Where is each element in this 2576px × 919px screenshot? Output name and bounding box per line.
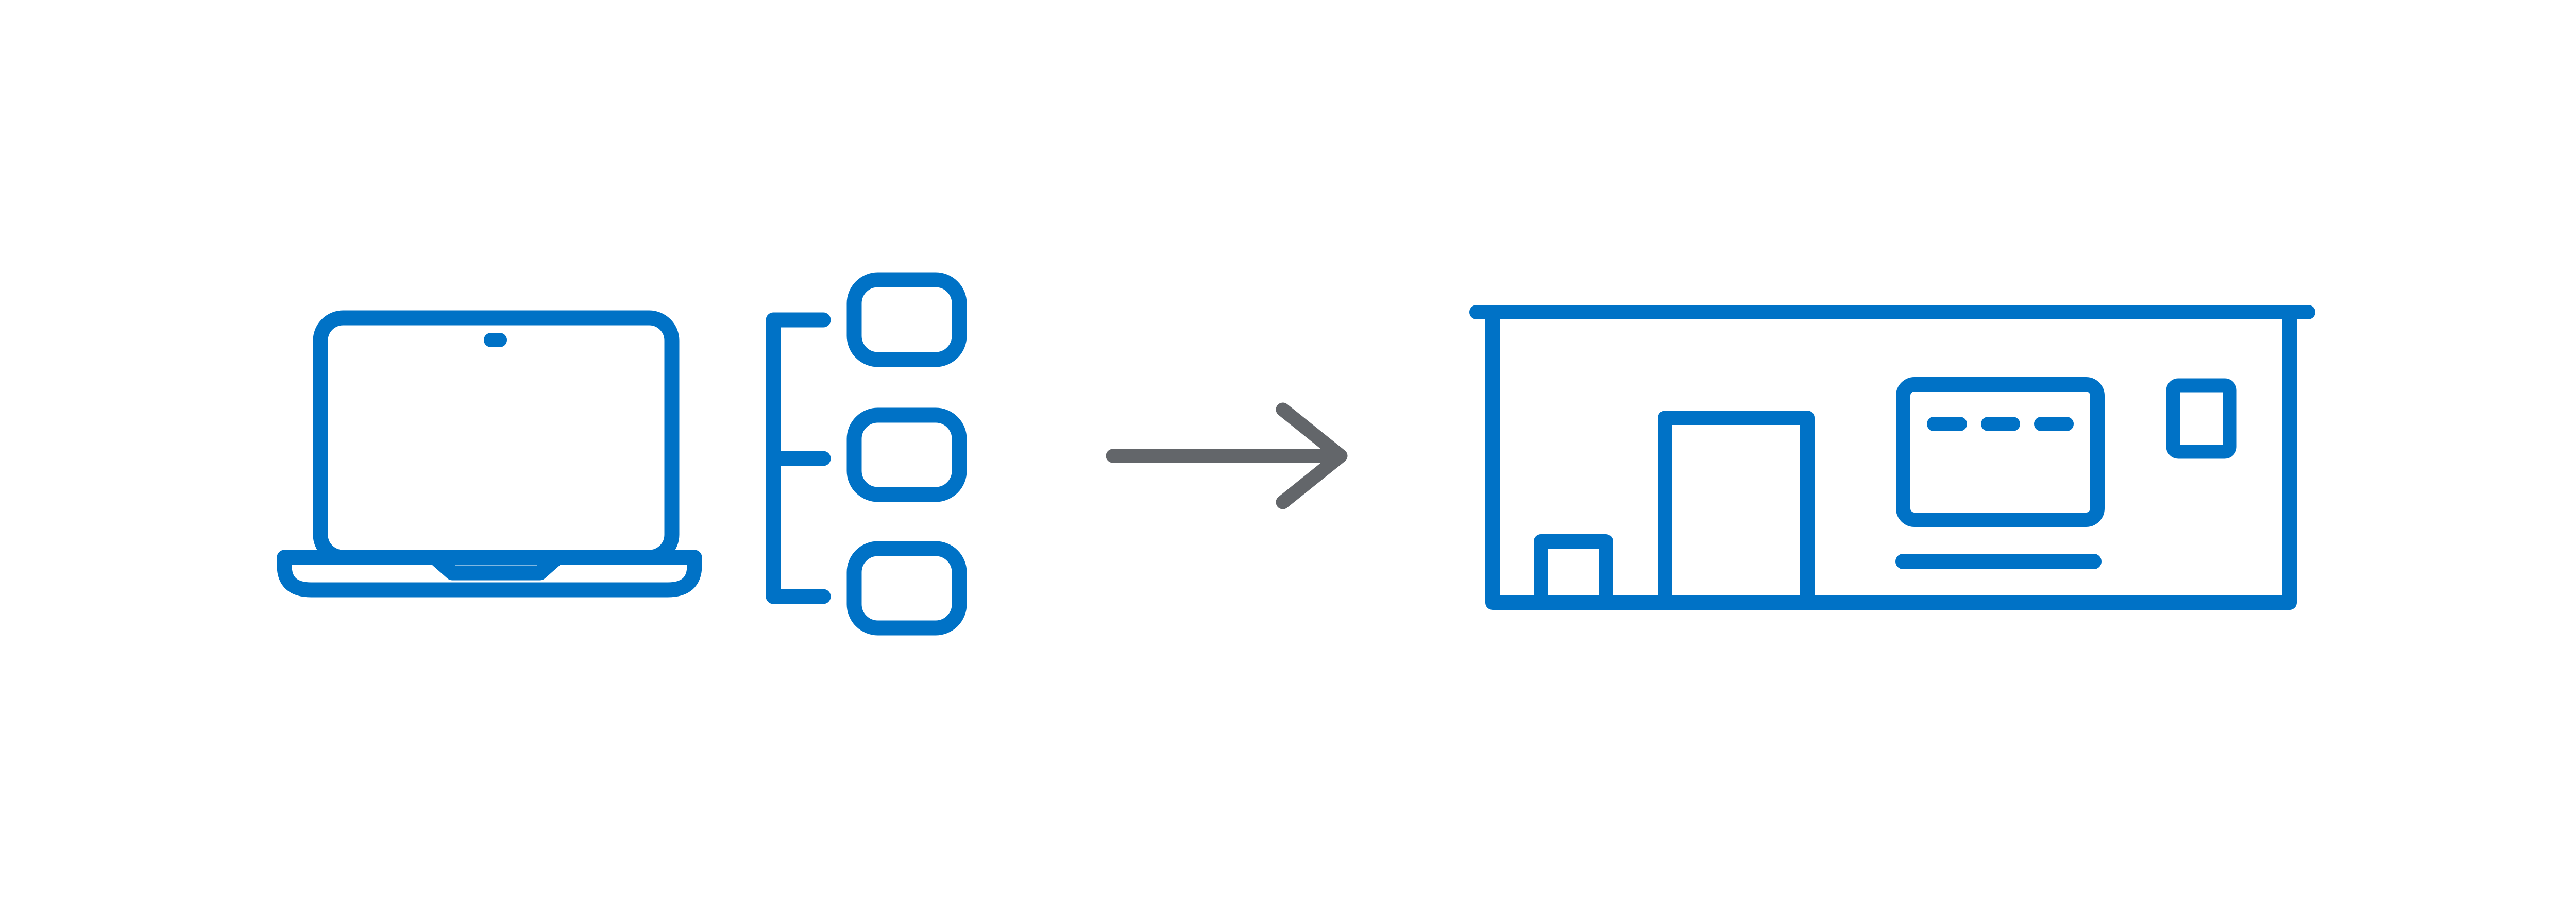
building-window [1896,377,2105,527]
hierarchy-tree-icon [766,272,967,636]
tree-node-middle [846,407,967,502]
laptop-screen [313,310,680,565]
building-window-dashes [1927,417,2074,431]
building-walls-floor [1485,312,2297,610]
storefront-icon [1469,305,2315,610]
laptop-base [277,550,702,598]
laptop-icon [277,310,702,598]
building-small-box [1534,534,1613,610]
window-dash-1 [1927,417,1967,431]
right-arrow-icon [1106,402,1348,509]
arrow-head [1276,402,1348,509]
window-dash-3 [2034,417,2074,431]
building-side-window [2166,378,2237,459]
window-dash-2 [1981,417,2020,431]
tree-node-bottom [846,541,967,636]
laptop-camera-dot [484,333,507,347]
tree-bracket [766,312,831,604]
tree-node-top [846,272,967,367]
building-door [1658,411,1815,610]
